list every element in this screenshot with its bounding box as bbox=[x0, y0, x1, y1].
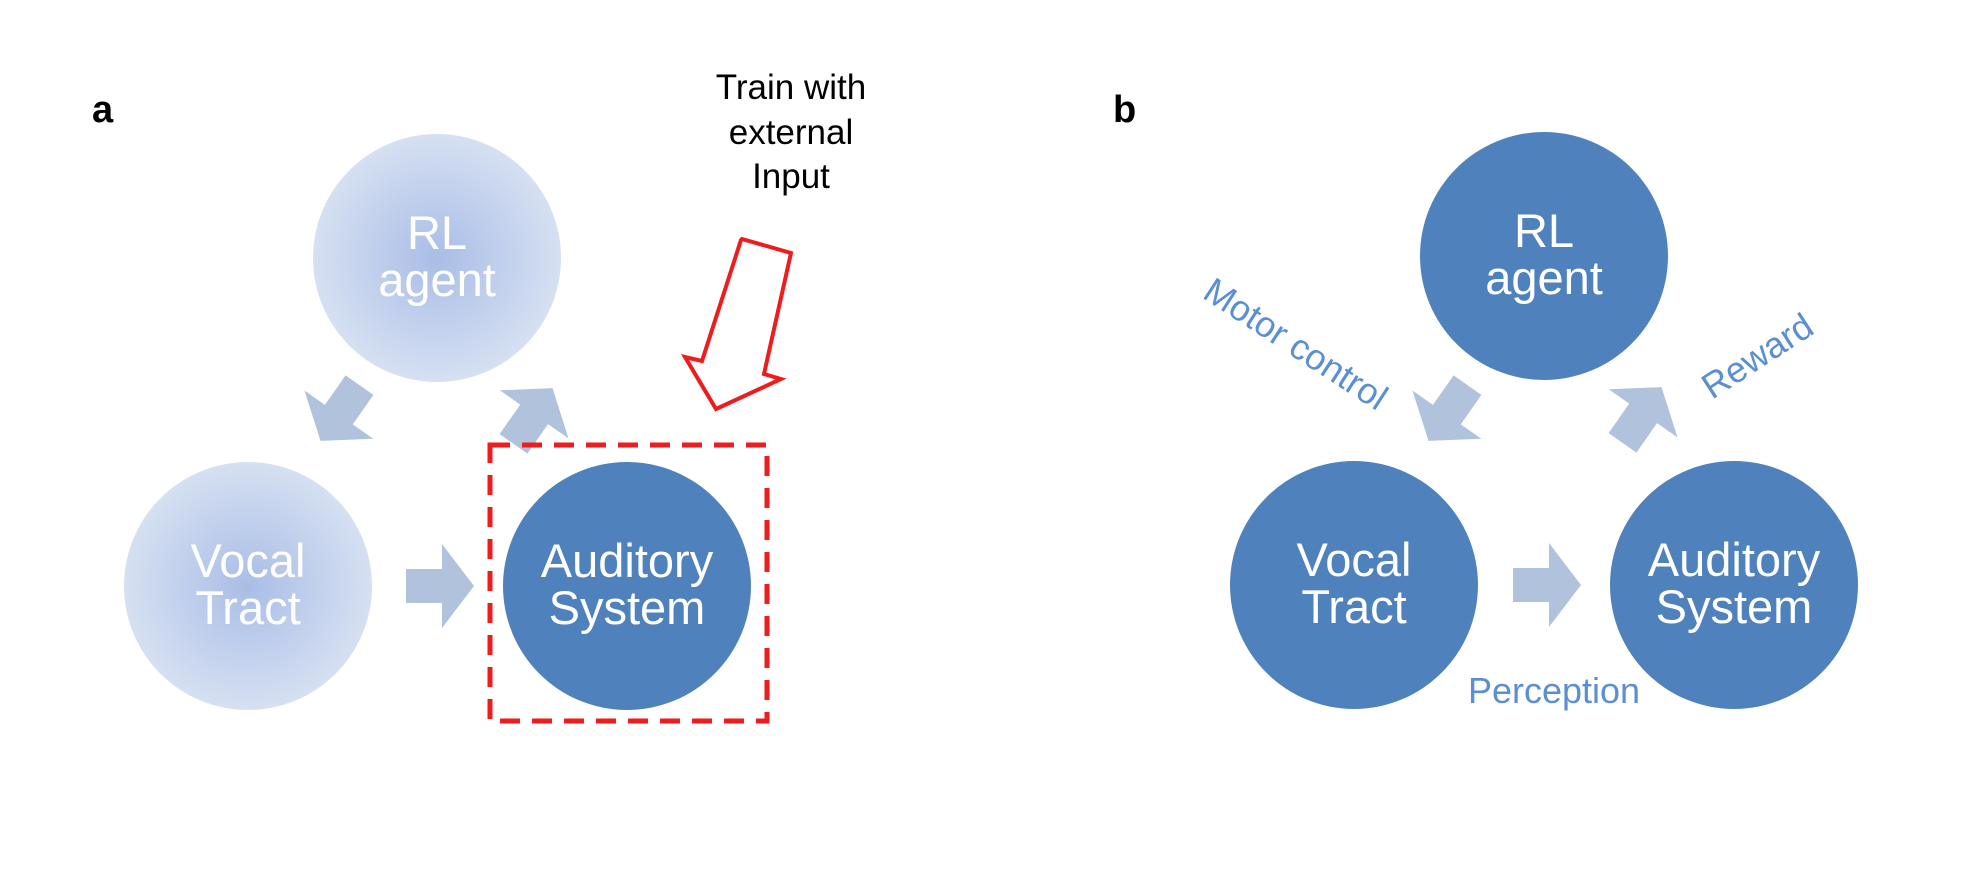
panel-a-arrow-rl-to-vocal bbox=[286, 361, 394, 465]
panel-b-edge-label-perception: Perception bbox=[1468, 670, 1640, 711]
panel-a-vocal-tract-node: Vocal Tract bbox=[124, 462, 372, 710]
panel-a-external-input-arrow bbox=[680, 236, 794, 412]
panel-b-auditory-system-label-line2: System bbox=[1656, 580, 1813, 633]
panel-b-rl-agent-circle bbox=[1420, 132, 1668, 380]
panel-b-arrow-rl-to-vocal bbox=[1394, 361, 1502, 465]
panel-a-vocal-tract-label-line2: Tract bbox=[195, 581, 300, 634]
panel-a-rl-agent-circle bbox=[313, 134, 561, 382]
panel-b-vocal-tract-label-line1: Vocal bbox=[1297, 533, 1412, 586]
panel-a-rl-agent-label-line1: RL bbox=[407, 206, 467, 259]
panel-b-vocal-tract-label-line2: Tract bbox=[1301, 580, 1406, 633]
panel-b-auditory-system-circle bbox=[1610, 461, 1858, 709]
panel-a-auditory-system-circle bbox=[503, 462, 751, 710]
panel-a-vocal-tract-label-line1: Vocal bbox=[191, 534, 306, 587]
panel-a: a RL agent Vocal Tract Auditory System T… bbox=[92, 68, 866, 724]
panel-a-annotation-line3: Input bbox=[752, 157, 830, 196]
panel-b-arrow-vocal-to-auditory bbox=[1513, 543, 1581, 627]
panel-a-annotation-line2: external bbox=[729, 113, 854, 152]
panel-b-auditory-system-label-line1: Auditory bbox=[1648, 533, 1821, 586]
panel-b-edge-label-reward: Reward bbox=[1694, 305, 1820, 407]
panel-a-auditory-system-node: Auditory System bbox=[503, 462, 751, 710]
panel-b-arrow-auditory-to-rl bbox=[1588, 363, 1696, 467]
panel-b-label: b bbox=[1113, 89, 1136, 131]
panel-a-arrow-auditory-to-rl bbox=[479, 364, 587, 468]
panel-b-vocal-tract-node: Vocal Tract bbox=[1230, 461, 1478, 709]
panel-b-rl-agent-label-line2: agent bbox=[1485, 251, 1603, 304]
panel-b: b RL agent Vocal Tract Auditory System M… bbox=[1113, 89, 1858, 711]
panel-a-auditory-system-label-line2: System bbox=[549, 581, 706, 634]
panel-a-vocal-tract-circle bbox=[124, 462, 372, 710]
panel-a-highlight-box bbox=[487, 442, 770, 724]
panel-a-rl-agent-label-line2: agent bbox=[378, 253, 496, 306]
panel-a-auditory-system-label-line1: Auditory bbox=[541, 534, 714, 587]
panel-a-annotation-line1: Train with bbox=[716, 68, 866, 107]
panel-a-label: a bbox=[92, 89, 114, 131]
panel-b-edge-label-motor-control: Motor control bbox=[1197, 269, 1396, 418]
panel-a-arrow-vocal-to-auditory bbox=[406, 544, 474, 628]
panel-b-auditory-system-node: Auditory System bbox=[1610, 461, 1858, 709]
panel-a-rl-agent-node: RL agent bbox=[313, 134, 561, 382]
panel-b-rl-agent-label-line1: RL bbox=[1514, 204, 1574, 257]
panel-b-rl-agent-node: RL agent bbox=[1420, 132, 1668, 380]
panel-b-vocal-tract-circle bbox=[1230, 461, 1478, 709]
